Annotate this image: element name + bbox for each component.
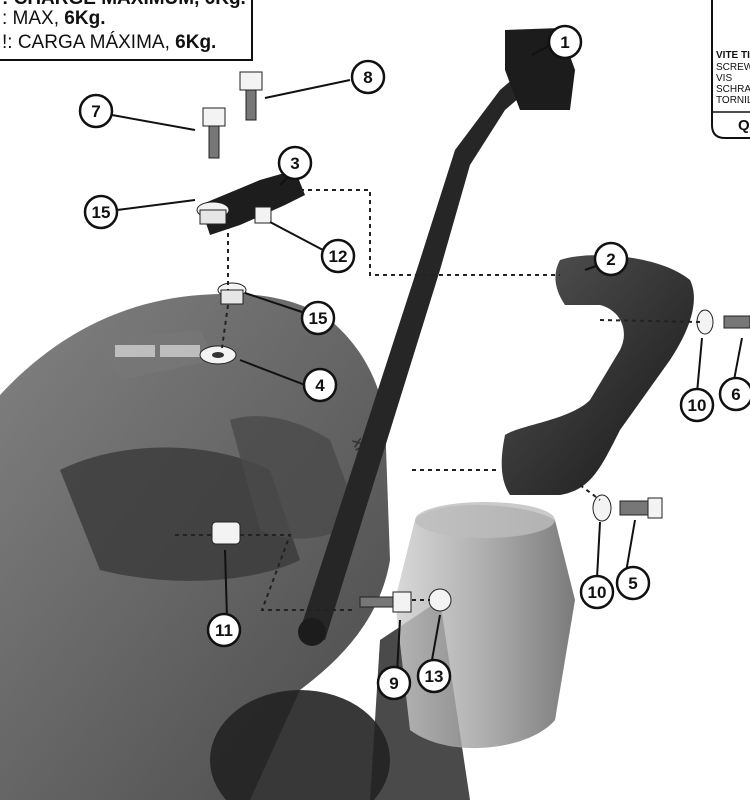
- callout-number: 9: [389, 674, 398, 693]
- warning-line-3-text: !: CARGA MÁXIMA,: [2, 32, 175, 53]
- callout-2: 2: [593, 241, 629, 277]
- exhaust-pipe: [395, 502, 575, 749]
- callout-7: 7: [78, 93, 114, 129]
- screw-table-row: SCREW: [716, 62, 750, 73]
- grab-handle: [501, 255, 694, 495]
- warning-line-1: : CHARGE MAXIMUM, 6Kg.: [2, 0, 246, 9]
- callout-13: 13: [416, 658, 452, 694]
- callout-6: 6: [718, 376, 750, 412]
- hardware: [196, 71, 750, 613]
- callout-number: 12: [329, 247, 348, 266]
- warning-line-3: !: CARGA MÁXIMA, 6Kg.: [2, 32, 216, 53]
- callout-number: 15: [92, 203, 111, 222]
- spacer-11: [211, 521, 241, 545]
- screw-6: [723, 315, 750, 329]
- screw-9: [359, 591, 412, 613]
- callout-number: 5: [628, 574, 637, 593]
- callout-number: 10: [688, 396, 707, 415]
- callout-number: 10: [588, 583, 607, 602]
- screw-table-box: VITE TI SCREW VIS SCHRAU TORNILLO Q: [711, 0, 750, 139]
- warning-line-2-text: : MAX,: [2, 8, 64, 29]
- callout-number: 15: [309, 309, 328, 328]
- callout-10-lower: 10: [579, 574, 615, 610]
- callout-number: 11: [215, 621, 233, 640]
- screw-7: [202, 107, 226, 159]
- callout-15-upper: 15: [83, 194, 119, 230]
- assembly-dotted-lines: [175, 189, 701, 611]
- callout-8: 8: [350, 59, 386, 95]
- callout-5: 5: [615, 565, 651, 601]
- load-warning-box: : CHARGE MAXIMUM, 6Kg. : MAX, 6Kg. !: CA…: [0, 0, 253, 61]
- screw-8: [239, 71, 263, 121]
- screw-5: [619, 497, 663, 519]
- screw-table-row: VIS: [716, 73, 732, 84]
- washer-10-bottom: [592, 494, 612, 522]
- callout-12: 12: [320, 238, 356, 274]
- callout-number: 7: [91, 102, 100, 121]
- callout-4: 4: [302, 367, 338, 403]
- callout-number: 4: [315, 376, 325, 395]
- warning-line-2-weight: 6Kg.: [64, 8, 105, 29]
- callout-1: 1: [547, 24, 583, 60]
- nut-12: [254, 206, 272, 224]
- callout-number: 13: [425, 667, 444, 686]
- washer-4: [199, 345, 237, 365]
- callout-3: 3: [277, 145, 313, 181]
- warning-line-2: : MAX, 6Kg.: [2, 8, 105, 29]
- callout-number: 8: [363, 68, 372, 87]
- screw-table-footer: Q: [738, 117, 750, 134]
- callout-number: 1: [560, 33, 569, 52]
- cap-13: [428, 588, 452, 612]
- screw-table-row: SCHRAU: [716, 84, 750, 95]
- callout-10-upper: 10: [679, 387, 715, 423]
- screw-table-title: VITE TI: [716, 50, 750, 61]
- callout-9: 9: [376, 665, 412, 701]
- callout-number: 3: [290, 154, 299, 173]
- screw-table-row: TORNILLO: [716, 95, 750, 106]
- warning-line-3-weight: 6Kg.: [175, 32, 216, 53]
- callout-number: 2: [606, 250, 615, 269]
- motorcycle-tail: XR: [0, 293, 470, 800]
- spacer-15-top: [196, 201, 230, 225]
- leader-arrows: [111, 44, 743, 674]
- callout-11: 11: [206, 612, 242, 648]
- callout-15-lower: 15: [300, 300, 336, 336]
- callout-number: 6: [731, 385, 740, 404]
- callouts: 1 2 3 4 5 6 7 8 9 10 10 11 12 13 15 15: [78, 24, 750, 701]
- spacer-15-bottom: [217, 282, 247, 305]
